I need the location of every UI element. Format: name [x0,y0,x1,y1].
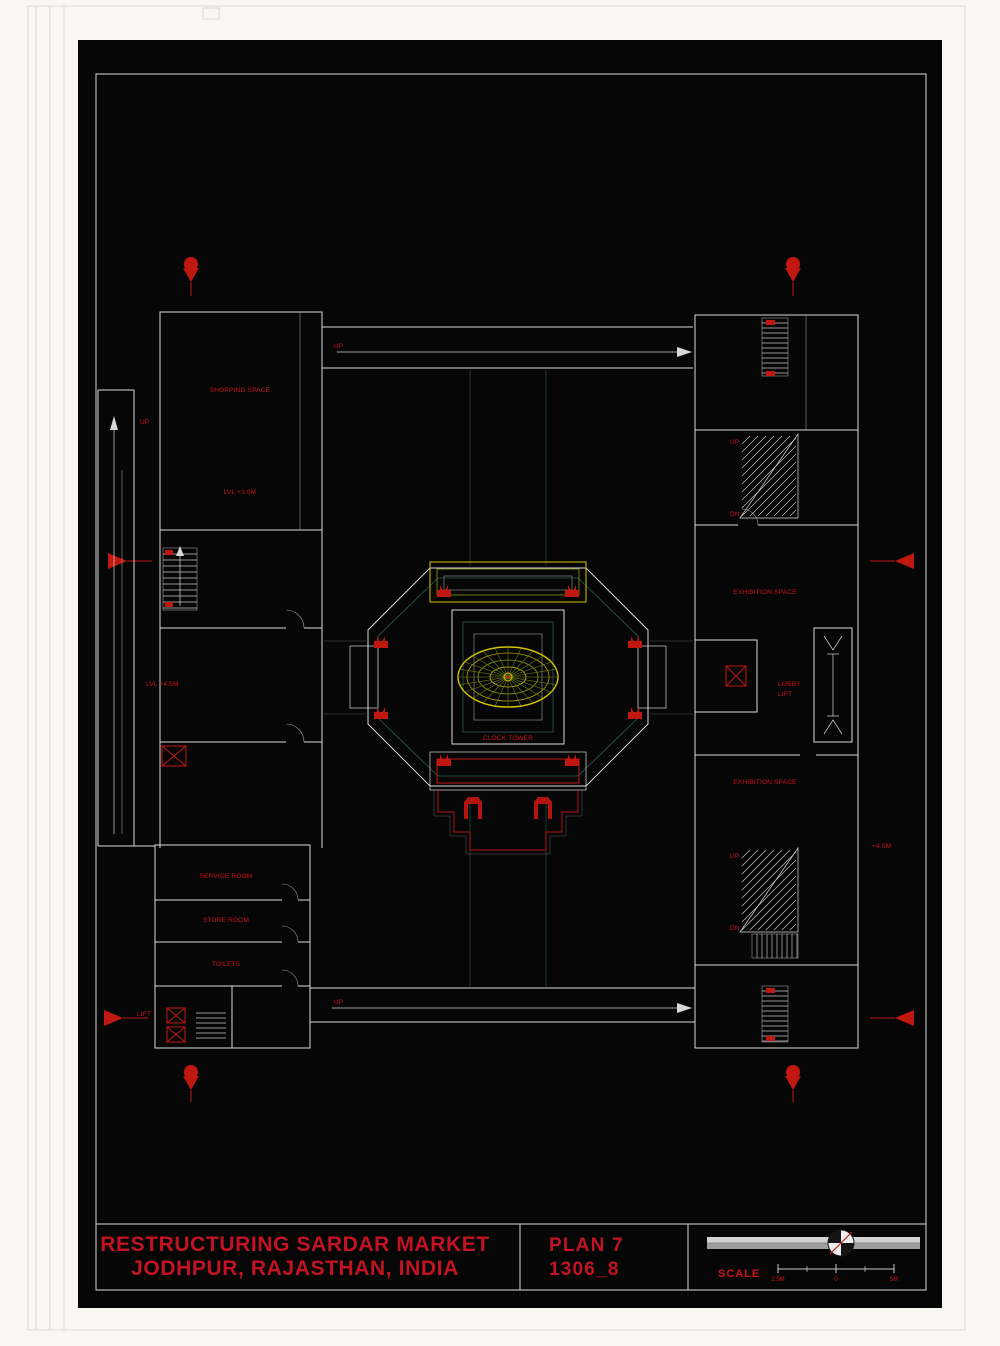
north-gateway [429,561,587,603]
right-wing: UP DN EXHIBITION SPACE LOBBY LIFT EXHIBI… [694,314,891,1049]
south-gateway [429,751,587,791]
stair: UP DN [730,432,799,519]
flag-marker-icon [785,1065,801,1102]
axis-lines [469,370,547,986]
top-corridor: UP [322,326,693,369]
door-swing [285,723,305,743]
right-arrow-icon [677,1003,692,1013]
left-ramp: UP [97,389,155,847]
lift-shaft-icon [166,1026,186,1043]
door-swing [281,969,299,987]
scale-tick-label: 2.5M [771,1277,784,1283]
door-swing [285,609,305,629]
stair-dn-label: DN [730,511,740,518]
scale-tick-label: 5M [890,1277,898,1283]
scale-tick-label: 0 [834,1277,838,1283]
bottom-left-block: SERVICE ROOM STORE ROOM TOILETS LIFT [137,844,311,1049]
flag-marker-icon [183,257,199,296]
level-label: LVL +3.0M [224,489,257,496]
lift-shaft-icon [166,1007,186,1024]
section-flag-markers [104,257,914,1102]
plan-number: PLAN 7 [549,1235,624,1256]
ramp-up-label: UP [140,419,149,426]
east-pavilion [637,645,667,709]
right-arrow-icon [677,347,692,357]
level-label: +4.5M [872,843,891,850]
bottom-corridor: UP [310,987,695,1023]
scale-ruler: 2.5M 0 5M [771,1264,898,1283]
room-label: TOILETS [212,961,241,968]
scale-bar [707,1237,920,1249]
stair-up-label: UP [730,853,739,860]
project-title-line1: RESTRUCTURING SARDAR MARKET [100,1233,490,1256]
stair-dn-label: DN [730,925,740,932]
room-label: STORE ROOM [203,917,249,924]
scale-label: SCALE [718,1268,760,1280]
dome-spokes [458,647,558,707]
room-label: SHOPPING SPACE [210,387,271,394]
section-arrow-icon [870,553,914,569]
room-label: SERVICE ROOM [200,873,253,880]
corridor-up-label: UP [334,999,343,1006]
project-title-line2: JODHPUR, RAJASTHAN, INDIA [131,1257,459,1280]
door-swing [741,508,759,526]
lift-core [813,627,853,743]
door-swing [281,883,299,901]
scan-artifacts [27,5,966,1331]
room-label: LIFT [778,691,792,698]
sheet-background [78,40,942,1308]
entrance-steps [437,790,579,851]
column-icon [725,665,747,687]
sheet-number: 1306_8 [549,1259,620,1280]
flag-marker-icon [183,1065,199,1102]
room-label: EXHIBITION SPACE [733,589,797,596]
level-label: LVL +4.5M [146,681,179,688]
room-label: LOBBY [778,681,801,688]
up-arrow-icon [176,546,184,556]
clock-tower-label: CLOCK TOWER [483,735,533,742]
clock-tower-dome [457,646,559,708]
lift-label: LIFT [137,1011,151,1018]
lift-shaft-icon [161,745,187,767]
left-wing: SHOPPING SPACE LVL +3.0M LVL +4.5M [146,311,323,848]
stair-up-label: UP [730,439,739,446]
sheet-frame [95,73,927,1291]
entrance-steps-outline [433,790,583,855]
section-arrow-icon [108,553,152,569]
tower-platform [451,609,565,745]
north-arrow-icon [827,1229,855,1257]
stair: UP DN [730,846,799,933]
title-block: RESTRUCTURING SARDAR MARKET JODHPUR, RAJ… [100,1229,920,1283]
west-pavilion [349,645,379,709]
central-plaza: CLOCK TOWER [324,370,693,986]
stair [162,546,198,611]
axis-lines [324,640,693,715]
corridor-up-label: UP [334,343,343,350]
room-label: EXHIBITION SPACE [733,779,797,786]
section-arrow-icon [104,1010,148,1026]
flag-marker-icon [785,257,801,296]
up-arrow-icon [110,416,118,430]
section-arrow-icon [870,1010,914,1026]
door-swing [281,925,299,943]
